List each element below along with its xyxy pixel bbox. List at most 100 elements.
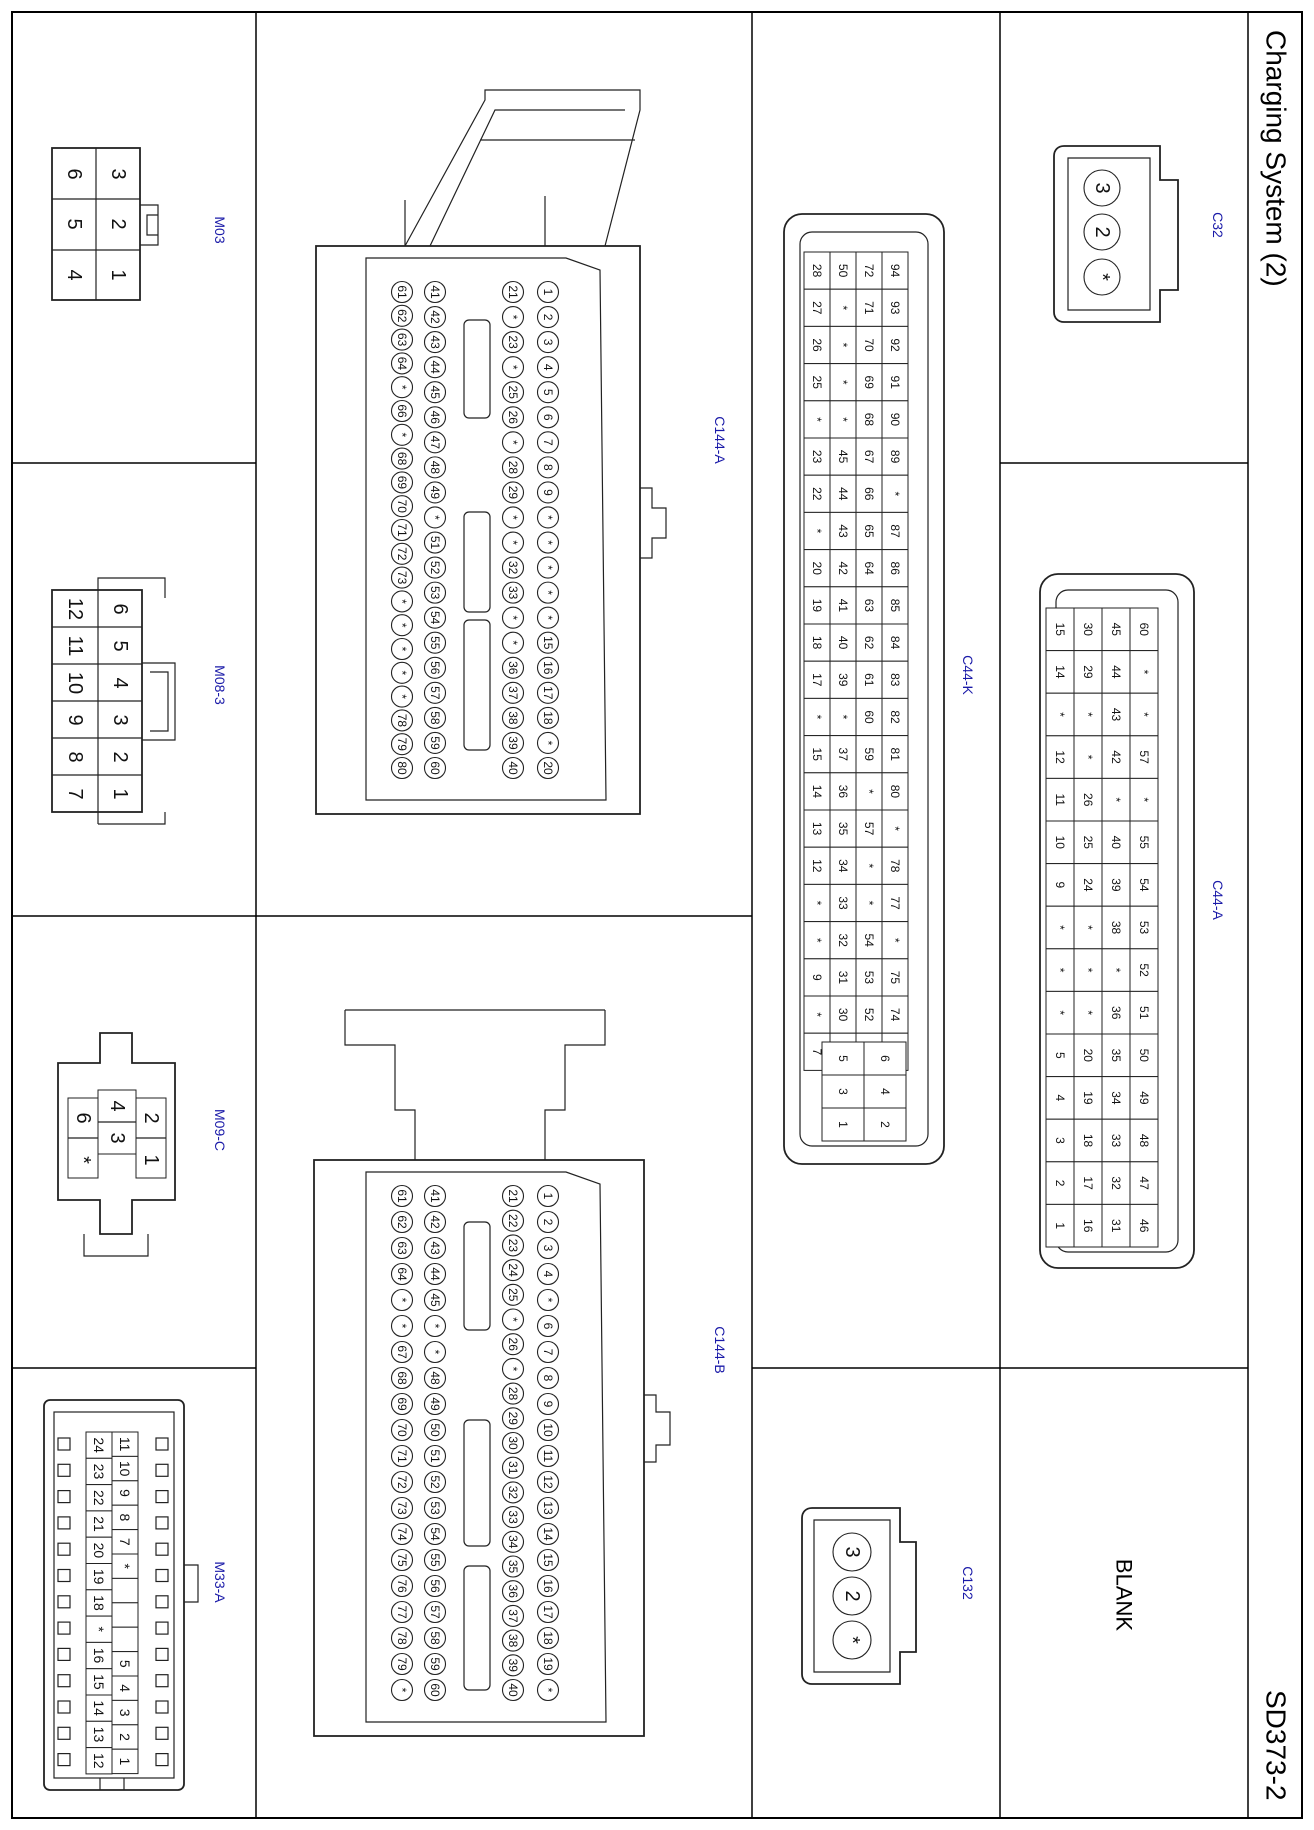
m08-3-pin: 3 xyxy=(109,714,131,725)
m33a-cell xyxy=(111,1699,139,1726)
c144a-pin: 62 xyxy=(395,309,409,323)
c44k-pin: 57 xyxy=(862,822,876,836)
c44k-pin: 18 xyxy=(810,636,824,650)
c44a-pin: * xyxy=(1137,670,1151,675)
c44a-cell xyxy=(1129,650,1159,694)
c144a-pin: 1 xyxy=(541,289,555,296)
c144b-pin: * xyxy=(395,1324,409,1329)
c144b-pin-ring xyxy=(536,1522,560,1546)
c144b-pin-ring xyxy=(423,1314,447,1338)
c144b-pin-ring xyxy=(501,1604,525,1627)
c44a-cell xyxy=(1101,905,1131,950)
label-m08-3: M08-3 xyxy=(212,665,228,705)
c44a-pin: 30 xyxy=(1081,623,1095,637)
m33a-cell xyxy=(111,1626,139,1653)
c44a-pin: 15 xyxy=(1053,623,1067,637)
m09-c-pin: 4 xyxy=(106,1100,128,1111)
c44k-cell xyxy=(855,586,883,625)
c44k-cell xyxy=(803,511,831,551)
m08-3-pin: 8 xyxy=(64,751,86,762)
c44a-cell xyxy=(1045,1203,1075,1248)
c144b-pin: 70 xyxy=(395,1423,409,1437)
c44a-pin: * xyxy=(1053,712,1067,717)
m33a-cell xyxy=(85,1615,113,1643)
c144b-pin-ring xyxy=(501,1209,525,1232)
c132-pin: * xyxy=(841,1636,863,1644)
m33a-pin: 9 xyxy=(117,1489,133,1497)
c144a-pin: 43 xyxy=(428,335,442,349)
c144b-pin: 77 xyxy=(395,1605,409,1619)
c44k-pin: 91 xyxy=(888,376,902,390)
c144a-pin: 5 xyxy=(541,389,555,396)
c144a-pin: 55 xyxy=(428,636,442,650)
c144a-pin: * xyxy=(506,315,520,320)
connector-c44-k: 949392919089*8786858483828180*7877*75747… xyxy=(783,213,945,1165)
c44a-cell xyxy=(1073,820,1103,865)
label-m33-a: M33-A xyxy=(212,1561,228,1603)
c144b-pin: * xyxy=(506,1367,520,1372)
c144a-pin: 52 xyxy=(428,561,442,575)
c44k-pin: 53 xyxy=(862,971,876,985)
c144a-pin-ring xyxy=(423,381,447,404)
c144b-pin: * xyxy=(541,1688,555,1693)
c144a-pin: * xyxy=(506,365,520,370)
c44a-pin: 55 xyxy=(1137,836,1151,850)
c144a-pin-ring xyxy=(536,506,560,529)
c44k-cell xyxy=(803,474,831,513)
c144b-pin-ring xyxy=(423,1444,447,1468)
c44k-cell xyxy=(881,846,909,885)
c44k-pin: 62 xyxy=(862,636,876,650)
c144b-pin: 50 xyxy=(428,1423,442,1437)
c144b-pin-ring xyxy=(501,1555,525,1578)
c144b-pin-ring xyxy=(536,1626,560,1650)
c144a-pin-ring xyxy=(390,542,414,565)
c44k-cell xyxy=(829,697,857,737)
c44a-cell xyxy=(1045,990,1075,1035)
c144b-pin-ring xyxy=(501,1506,525,1529)
c44k-cell xyxy=(855,735,883,774)
c144b-pin: 71 xyxy=(395,1449,409,1463)
c44a-pin: 9 xyxy=(1053,882,1067,889)
c144a-keyway xyxy=(463,619,491,751)
m03-pin: 4 xyxy=(63,269,85,280)
c144a-pin: 6 xyxy=(541,414,555,421)
c44k-pin: 64 xyxy=(862,562,876,576)
c44k-pin: 36 xyxy=(836,785,850,799)
c144b-pin: 52 xyxy=(428,1475,442,1489)
c44k-pin: 93 xyxy=(888,301,902,315)
m33a-latch xyxy=(57,1647,71,1662)
m33a-pin: 7 xyxy=(117,1538,133,1546)
m08-3-pin: 10 xyxy=(64,672,86,694)
m08-3-pin: 6 xyxy=(109,603,131,614)
m33a-pin: 19 xyxy=(91,1569,107,1585)
c44k-pin: 77 xyxy=(888,896,902,910)
c44k-pin: 12 xyxy=(810,859,824,873)
c144b-pin: 58 xyxy=(428,1631,442,1645)
c144b-pin: 29 xyxy=(506,1412,520,1426)
c144a-pin: 78 xyxy=(395,714,409,728)
c44a-pin: 53 xyxy=(1137,921,1151,935)
c144b-pin-ring xyxy=(390,1652,414,1676)
c144a-pin: 42 xyxy=(428,310,442,324)
c44k-pin: * xyxy=(810,417,824,422)
c144b-pin-ring xyxy=(501,1456,525,1479)
c144b-pin: 48 xyxy=(428,1371,442,1385)
c44k-pin: 28 xyxy=(810,264,824,278)
c144b-pin-ring xyxy=(423,1678,447,1702)
c44k-cell xyxy=(803,586,831,625)
c144b-keyway xyxy=(463,1565,491,1691)
c144b-pin: 57 xyxy=(428,1605,442,1619)
c44k-cell xyxy=(855,251,883,290)
c44a-cell xyxy=(1045,692,1075,737)
m33a-latch xyxy=(155,1437,169,1451)
m09-c-pin: 1 xyxy=(140,1154,162,1165)
c144b-pin-ring xyxy=(423,1184,447,1208)
m33a-latch xyxy=(57,1700,71,1714)
c144a-pin-ring xyxy=(501,706,525,729)
c144b-pin-ring xyxy=(536,1574,560,1598)
c144b-pin: 73 xyxy=(395,1501,409,1515)
c144a-pin: 56 xyxy=(428,661,442,675)
c144a-pin-ring xyxy=(390,590,414,613)
c44k-pin: 89 xyxy=(888,450,902,464)
c44a-cell xyxy=(1073,948,1103,992)
